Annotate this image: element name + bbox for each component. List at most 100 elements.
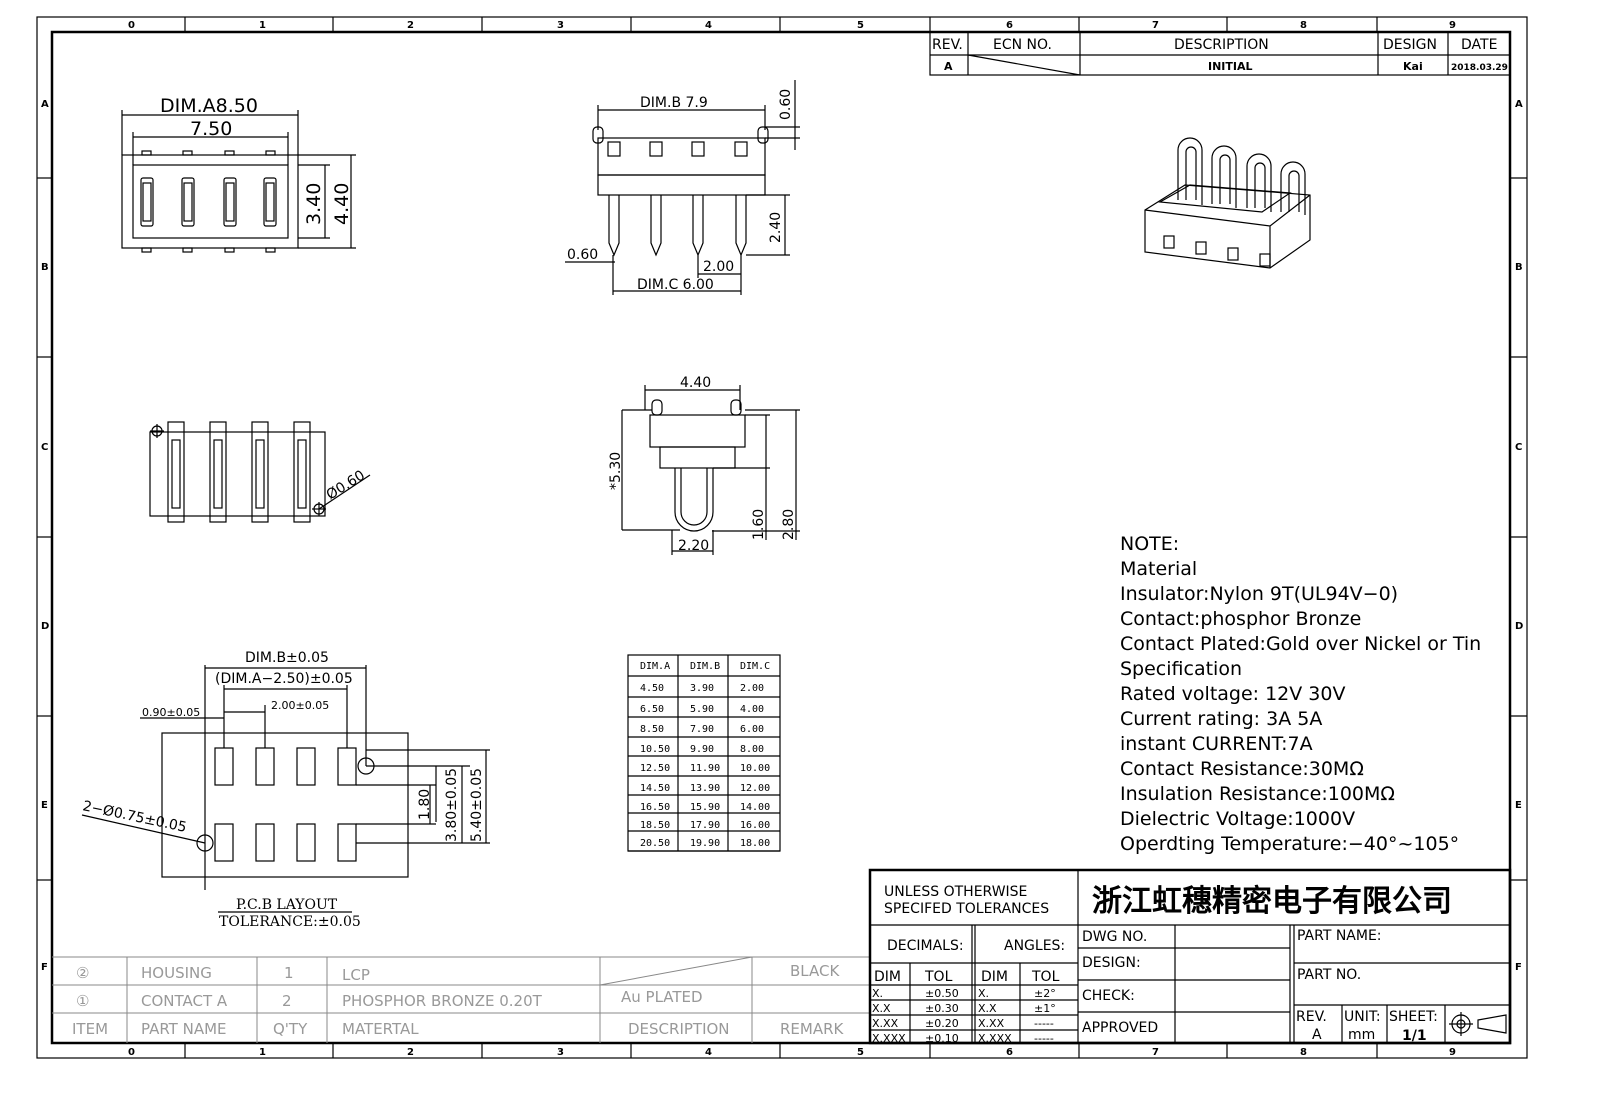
bom-material-contact: PHOSPHOR BRONZE 0.20T — [342, 992, 543, 1010]
zone-col-8-bottom: 8 — [1300, 1047, 1307, 1058]
zone-row-f: F — [41, 962, 48, 973]
projection-symbol-icon — [1449, 1012, 1507, 1036]
dim-table-cell: 9.90 — [690, 744, 714, 755]
company-name: 浙江虹穗精密电子有限公司 — [1092, 884, 1452, 919]
pcb-dim-b-label: DIM.B±0.05 — [245, 650, 329, 666]
zone-col-6: 6 — [1006, 20, 1013, 31]
note-line: Specification — [1120, 658, 1242, 680]
dim-b-label: DIM.B 7.9 — [640, 95, 708, 111]
unit-value: mm — [1348, 1027, 1375, 1043]
description-value: INITIAL — [1208, 60, 1253, 73]
bom-header-remark: REMARK — [780, 1020, 845, 1038]
dim-table-cell: 16.00 — [740, 820, 770, 831]
dim-3-40-label: 3.40 — [303, 183, 325, 225]
pcb-hole-label: 2−Ø0.75±0.05 — [81, 798, 188, 836]
note-line: instant CURRENT:7A — [1120, 733, 1313, 755]
zone-row-e-right: E — [1515, 800, 1522, 811]
bom-description-contact: Au PLATED — [621, 988, 703, 1006]
bom-header-material: MATERTAL — [342, 1020, 419, 1038]
zone-row-d-right: D — [1515, 621, 1523, 632]
dim-table-header: DIM.B — [690, 661, 720, 672]
dim-2-00-label: 2.00 — [703, 259, 734, 275]
bom-header-qty: Q'TY — [273, 1020, 308, 1038]
note-line: Dielectric Voltage:1000V — [1120, 808, 1355, 830]
front-view: DIM.B 7.9 0.60 2.40 0.60 2.00 DIM.C 6.00 — [565, 80, 800, 295]
dim-1-60-label: 1.60 — [751, 509, 767, 540]
angles-label: ANGLES: — [1004, 938, 1065, 954]
dim-table-cell: 10.50 — [640, 744, 670, 755]
note-line: Contact Plated:Gold over Nickel or Tin — [1120, 633, 1481, 655]
bom-part-contact: CONTACT A — [141, 992, 228, 1010]
dim-table-cell: 4.50 — [640, 683, 664, 694]
dim-5-30-label: *5.30 — [608, 452, 624, 490]
dim-table-header: DIM.A — [640, 661, 670, 672]
decimal-dim: X.XXX — [872, 1032, 906, 1045]
note-line: Rated voltage: 12V 30V — [1120, 683, 1346, 705]
bom-part-housing: HOUSING — [141, 964, 212, 982]
dim-table-cell: 4.00 — [740, 704, 764, 715]
decimal-dim: X. — [872, 987, 883, 1000]
dim-2-40-label: 2.40 — [768, 212, 784, 243]
bom-remark-housing: BLACK — [790, 962, 840, 980]
tolerance-title-line2: SPECIFED TOLERANCES — [884, 901, 1049, 917]
zone-row-c-right: C — [1515, 442, 1522, 453]
dim-2-20-label: 2.20 — [678, 538, 709, 554]
sheet-label: SHEET: — [1389, 1009, 1438, 1025]
revision-block: REV. ECN NO. DESCRIPTION DESIGN DATE A I… — [929, 31, 1511, 76]
dim-table-cell: 18.00 — [740, 838, 770, 849]
design-label: DESIGN: — [1082, 955, 1141, 971]
description-header: DESCRIPTION — [1174, 37, 1269, 53]
dim-hole-0-60-label: Ø0.60 — [324, 467, 368, 503]
pcb-3-80-label: 3.80±0.05 — [444, 768, 460, 842]
dim-table-cell: 12.00 — [740, 783, 770, 794]
dim-table-cell: 3.90 — [690, 683, 714, 694]
pcb-2-00-label: 2.00±0.05 — [271, 699, 329, 712]
zone-row-b: B — [41, 262, 49, 273]
dwg-no-label: DWG NO. — [1082, 929, 1147, 945]
part-name-label: PART NAME: — [1297, 928, 1382, 944]
angle-tol: ----- — [1034, 1032, 1054, 1045]
dim-table-cell: 6.00 — [740, 724, 764, 735]
zone-row-f-right: F — [1515, 962, 1522, 973]
date-header: DATE — [1461, 37, 1497, 53]
bom-qty-contact: 2 — [282, 992, 292, 1010]
check-label: CHECK: — [1082, 988, 1135, 1004]
decimal-tol: ±0.10 — [925, 1032, 959, 1045]
zone-row-c: C — [41, 442, 48, 453]
pcb-0-90-label: 0.90±0.05 — [142, 706, 200, 719]
zone-col-5-bottom: 5 — [857, 1047, 864, 1058]
zone-col-3-bottom: 3 — [557, 1047, 564, 1058]
zone-col-2-bottom: 2 — [407, 1047, 414, 1058]
decimal-dim: X.XX — [872, 1017, 899, 1030]
zone-col-9: 9 — [1449, 20, 1456, 31]
zone-col-5: 5 — [857, 20, 864, 31]
tolerance-title-line1: UNLESS OTHERWISE — [884, 884, 1027, 900]
dim-0-60-top-label: 0.60 — [778, 89, 794, 120]
note-line: Insulator:Nylon 9T(UL94V−0) — [1120, 583, 1398, 605]
unit-label: UNIT: — [1344, 1009, 1381, 1025]
ecn-header: ECN NO. — [993, 37, 1052, 53]
bom-qty-housing: 1 — [284, 964, 294, 982]
zone-row-e: E — [41, 800, 48, 811]
dim-4-40-side-label: 4.40 — [680, 375, 711, 391]
zone-row-a-right: A — [1515, 99, 1523, 110]
dim-0-60-pin-label: 0.60 — [567, 247, 598, 263]
zone-col-9-bottom: 9 — [1449, 1047, 1456, 1058]
decimal-tol: ±0.30 — [925, 1002, 959, 1015]
top-view: DIM.A8.50 7.50 3.40 4.40 — [121, 95, 356, 253]
dim-7-50-label: 7.50 — [190, 118, 232, 140]
dim-table-cell: 20.50 — [640, 838, 670, 849]
dim-table-cell: 17.90 — [690, 820, 720, 831]
bom-header-description: DESCRIPTION — [628, 1020, 730, 1038]
zone-row-d: D — [41, 621, 49, 632]
zone-col-4-bottom: 4 — [705, 1047, 712, 1058]
dim-table-cell: 8.00 — [740, 744, 764, 755]
sheet-value: 1/1 — [1402, 1028, 1427, 1044]
angle-dim: X.X — [978, 1002, 997, 1015]
pcb-5-40-label: 5.40±0.05 — [469, 768, 485, 842]
rev-header: REV. — [932, 37, 963, 53]
zone-col-1-bottom: 1 — [259, 1047, 266, 1058]
dim-2-80-label: 2.80 — [781, 509, 797, 540]
decimals-label: DECIMALS: — [887, 938, 964, 954]
